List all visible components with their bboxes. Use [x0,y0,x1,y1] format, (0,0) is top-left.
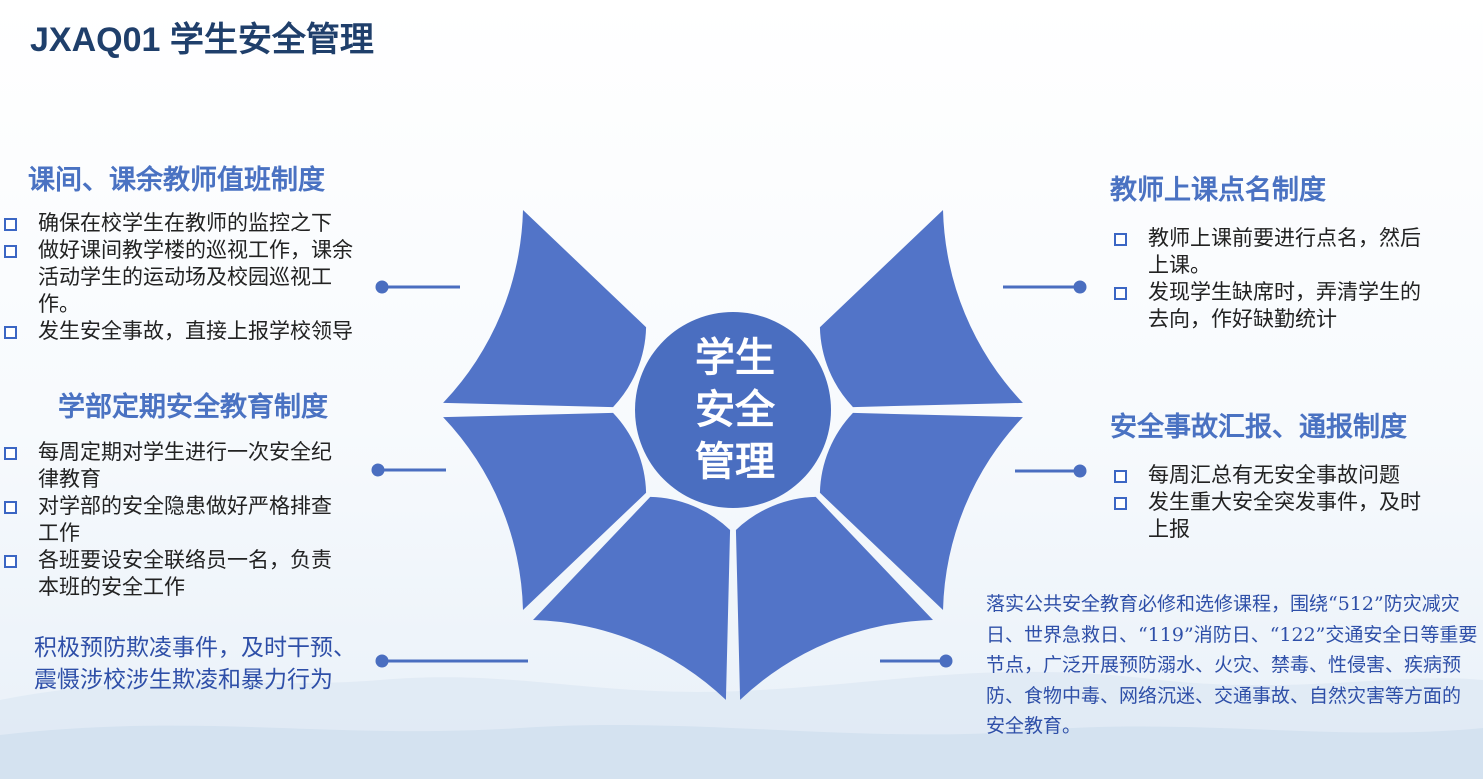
segment-education [443,412,647,610]
education-heading: 学部定期安全教育制度 [58,392,328,423]
report-list: 每周汇总有无安全事故问题 发生重大安全突发事件，及时上报 [1110,462,1430,543]
list-item: 每周汇总有无安全事故问题 [1110,462,1430,489]
duty-heading: 课间、课余教师值班制度 [28,165,325,196]
connector-report-dot [1073,464,1087,478]
segment-curriculum [735,496,933,700]
bullet-square-icon [4,447,17,460]
bullet-square-icon [4,326,17,339]
curriculum-text: 落实公共安全教育必修和选修课程，围绕“512”防灾减灾日、世界急救日、“119”… [986,593,1478,737]
bullet-square-icon [4,555,17,568]
bullying-text: 积极预防欺凌事件，及时干预、震慑涉校涉生欺凌和暴力行为 [34,635,356,693]
education-list: 每周定期对学生进行一次安全纪律教育 对学部的安全隐患做好严格排查工作 各班要设安… [0,439,345,601]
connector-curriculum-dot [939,654,953,668]
list-item: 发现学生缺席时，弄清学生的去向，作好缺勤统计 [1110,279,1430,333]
report-heading: 安全事故汇报、通报制度 [1110,412,1407,443]
connector-lines [371,280,1087,668]
connector-duty-dot [375,280,389,294]
duty-list: 确保在校学生在教师的监控之下 做好课间教学楼的巡视工作，课余活动学生的运动场及校… [0,210,365,345]
list-item: 每周定期对学生进行一次安全纪律教育 [0,439,345,493]
list-item: 发生重大安全突发事件，及时上报 [1110,489,1430,543]
center-line-2: 安全 [695,387,775,433]
segment-bullying [533,496,731,700]
center-circle [635,312,831,508]
bullet-square-icon [1114,287,1127,300]
list-item: 确保在校学生在教师的监控之下 [0,210,365,237]
list-item: 做好课间教学楼的巡视工作，课余活动学生的运动场及校园巡视工作。 [0,237,365,318]
roll-call-list: 教师上课前要进行点名，然后上课。 发现学生缺席时，弄清学生的去向，作好缺勤统计 [1110,225,1430,333]
page-title: JXAQ01 学生安全管理 [30,21,374,59]
list-item: 对学部的安全隐患做好严格排查工作 [0,493,345,547]
diagram-segments [443,210,1023,700]
segment-duty [443,210,647,408]
roll-call-heading: 教师上课点名制度 [1110,175,1326,206]
bullet-square-icon [4,218,17,231]
segment-roll-call [819,210,1023,408]
list-item: 各班要设安全联络员一名，负责本班的安全工作 [0,547,345,601]
center-line-1: 学生 [695,335,775,381]
segment-report [819,412,1023,610]
bullet-square-icon [1114,470,1127,483]
center-line-3: 管理 [695,439,775,485]
connector-roll-call-dot [1073,280,1087,294]
center-label: 学生 安全 管理 [660,332,810,488]
connector-education-dot [371,463,385,477]
bullet-square-icon [1114,497,1127,510]
list-item: 发生安全事故，直接上报学校领导 [0,318,365,345]
bullet-square-icon [4,501,17,514]
connector-bullying-dot [375,654,389,668]
list-item: 教师上课前要进行点名，然后上课。 [1110,225,1430,279]
bullet-square-icon [4,245,17,258]
bullet-square-icon [1114,233,1127,246]
